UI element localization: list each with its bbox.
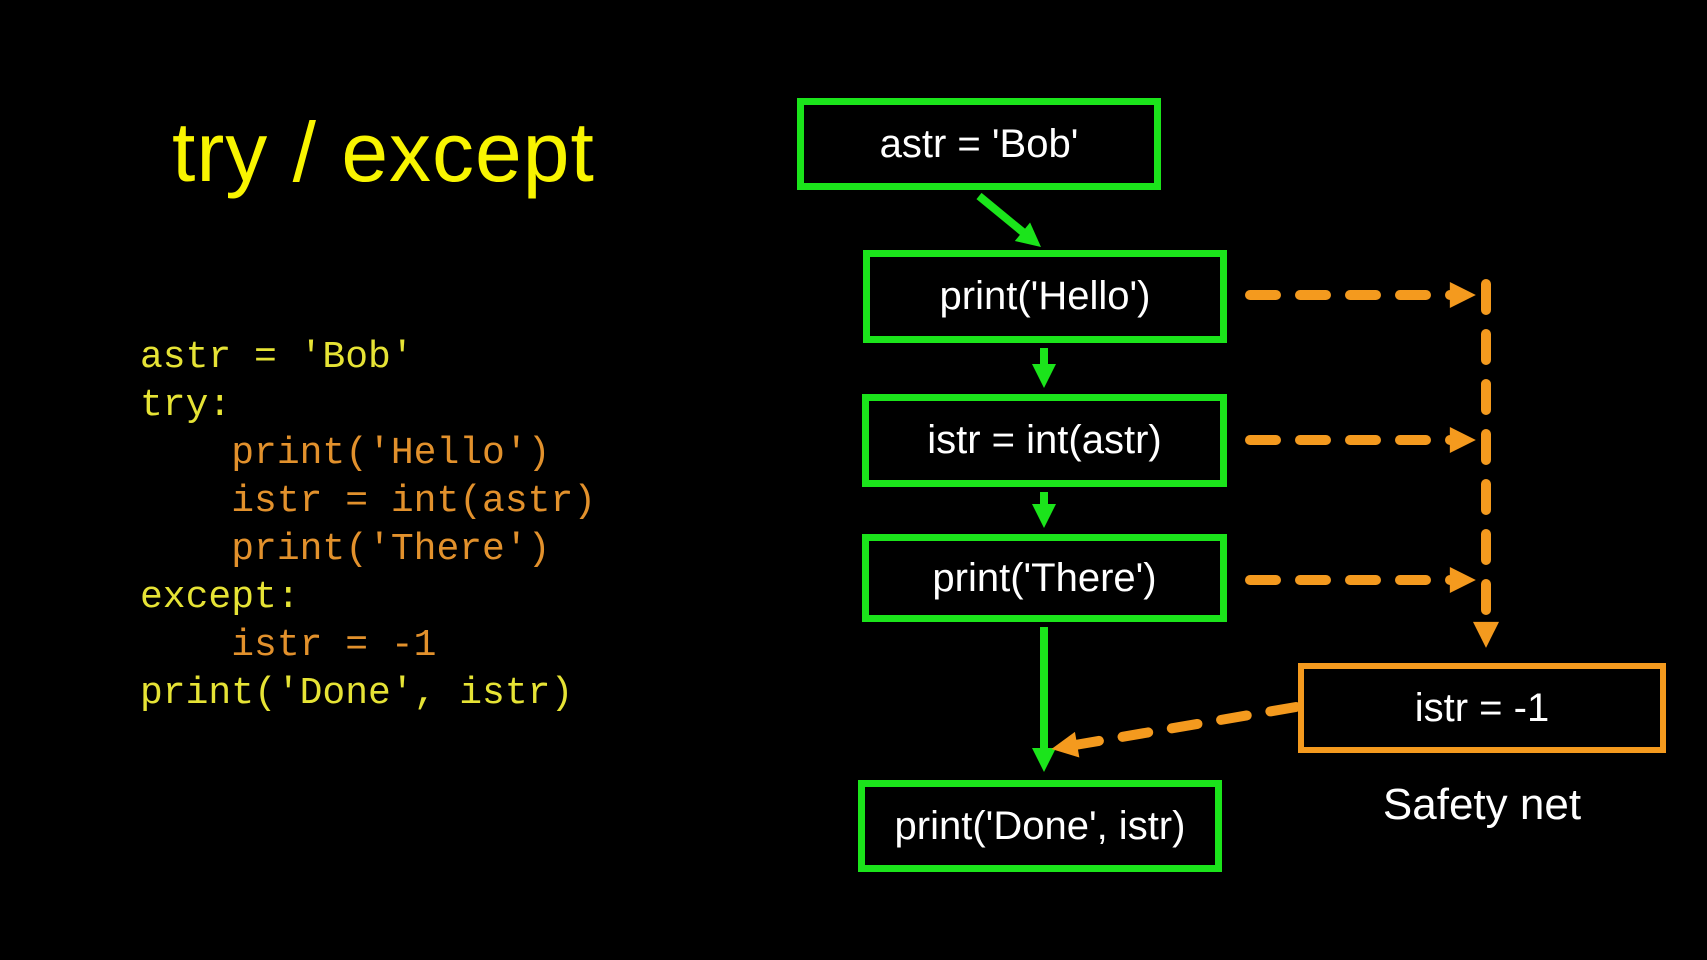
flow-box-astr-bob-label: astr = 'Bob' bbox=[879, 121, 1079, 166]
flow-box-print-done-label: print('Done', istr) bbox=[894, 803, 1186, 848]
exception-arrow-resume-flow bbox=[1051, 702, 1301, 758]
code-line-astr: astr = 'Bob' bbox=[140, 336, 414, 379]
flow-box-istr-neg1: istr = -1 bbox=[1298, 663, 1666, 753]
code-line-print-done: print('Done', istr) bbox=[140, 672, 574, 715]
code-block: astr = 'Bob' try: print('Hello') istr = … bbox=[140, 334, 596, 718]
code-line-istr-neg1: istr = -1 bbox=[140, 624, 437, 667]
safety-net-caption: Safety net bbox=[1382, 780, 1582, 829]
code-line-print-hello: print('Hello') bbox=[140, 432, 551, 475]
flow-box-astr-bob: astr = 'Bob' bbox=[797, 98, 1161, 190]
flow-box-print-done: print('Done', istr) bbox=[858, 780, 1222, 872]
code-line-istr-int: istr = int(astr) bbox=[140, 480, 597, 523]
flow-arrow-bob-to-hello bbox=[976, 192, 1041, 247]
flow-box-istr-int: istr = int(astr) bbox=[862, 394, 1227, 487]
code-line-print-there: print('There') bbox=[140, 528, 551, 571]
code-line-try: try: bbox=[140, 384, 232, 427]
flow-box-istr-neg1-label: istr = -1 bbox=[1414, 685, 1550, 730]
flow-box-istr-int-label: istr = int(astr) bbox=[927, 418, 1162, 462]
flow-box-print-hello: print('Hello') bbox=[863, 250, 1227, 343]
flow-box-print-hello-label: print('Hello') bbox=[939, 274, 1151, 318]
flow-box-print-there: print('There') bbox=[862, 534, 1227, 622]
flow-box-print-there-label: print('There') bbox=[932, 555, 1157, 600]
code-line-except: except: bbox=[140, 576, 300, 619]
slide-title: try / except bbox=[172, 105, 595, 199]
